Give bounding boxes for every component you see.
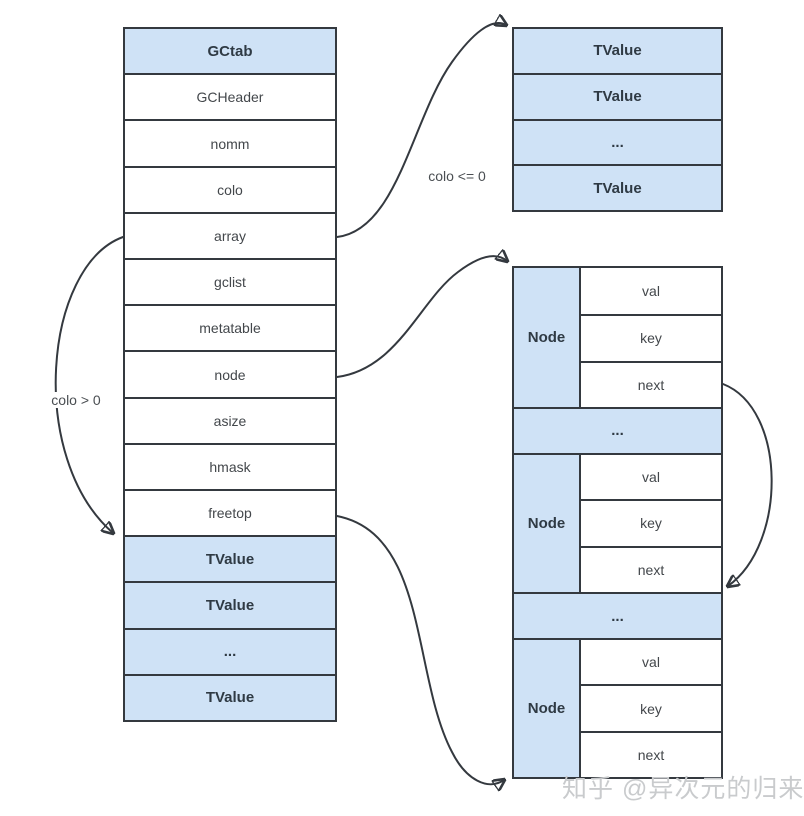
gctab-field-nomm: nomm: [125, 119, 335, 166]
gctab-field-metatable: metatable: [125, 304, 335, 351]
node3-next-cell: next: [579, 730, 721, 777]
edge-colo-positive-arc: [54, 236, 124, 533]
node-label: Node: [514, 268, 579, 407]
gctab-tvalue-slot: TValue: [125, 535, 335, 582]
gctab-field-asize: asize: [125, 396, 335, 443]
node-ellipsis-row: ...: [514, 591, 721, 639]
node-label: Node: [514, 638, 579, 777]
node1-val-cell: val: [579, 268, 721, 315]
label-colo-le-zero: colo <= 0: [426, 168, 488, 184]
gctab-tvalue-slot: TValue: [125, 581, 335, 628]
node1-next-cell: next: [579, 360, 721, 407]
edge-next-chain: [722, 383, 773, 586]
gctab-field-hmask: hmask: [125, 442, 335, 490]
gctab-tvalue-slot: TValue: [125, 673, 335, 721]
array-tvalue-ellipsis: ...: [514, 118, 721, 165]
gctab-table: GCtab GCHeader nomm colo array gclist me…: [123, 27, 337, 722]
node2-val-cell: val: [579, 453, 721, 500]
gctab-field-array: array: [125, 211, 335, 259]
edge-freetop-to-hash-bottom: [336, 515, 504, 784]
node3-key-cell: key: [579, 684, 721, 731]
array-tvalue-slot: TValue: [514, 72, 721, 119]
node2-next-cell: next: [579, 545, 721, 592]
gctab-field-node: node: [125, 350, 335, 397]
zhihu-watermark: 知乎 @异次元的归来: [562, 775, 804, 803]
gctab-field-gcheader: GCHeader: [125, 73, 335, 120]
tvalue-array-table: TValue TValue ... TValue: [512, 27, 723, 212]
gctab-field-freetop: freetop: [125, 489, 335, 536]
node2-key-cell: key: [579, 499, 721, 546]
node1-key-cell: key: [579, 314, 721, 361]
label-colo-gt-zero: colo > 0: [49, 392, 103, 408]
gctab-title: GCtab: [125, 29, 335, 74]
node-hash-table: Node val key next ... Node val key next …: [512, 266, 723, 779]
gctab-field-gclist: gclist: [125, 258, 335, 305]
edge-node-to-hash-part: [336, 256, 507, 378]
gctab-field-colo: colo: [125, 165, 335, 212]
node-label: Node: [514, 453, 579, 592]
edge-array-to-tvalue-array: [336, 23, 506, 238]
node-ellipsis-row: ...: [514, 406, 721, 454]
array-tvalue-slot: TValue: [514, 164, 721, 210]
node3-val-cell: val: [579, 638, 721, 685]
gctab-tvalue-ellipsis: ...: [125, 627, 335, 674]
array-tvalue-slot: TValue: [514, 29, 721, 73]
